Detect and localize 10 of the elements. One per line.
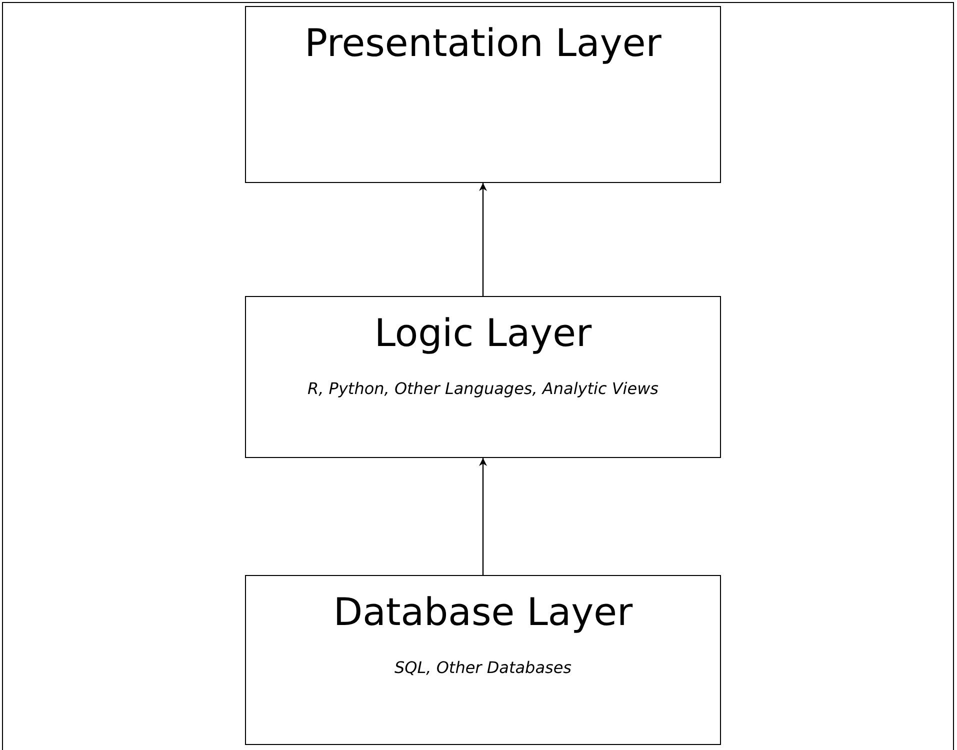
arrow	[479, 183, 487, 296]
layer-box	[245, 296, 721, 458]
layer-description: SQL, Other Databases	[394, 658, 572, 677]
arrow	[479, 458, 487, 575]
layer-box	[245, 6, 721, 183]
layer-title: Logic Layer	[374, 311, 592, 357]
layer-description: R, Python, Other Languages, Analytic Views	[308, 378, 658, 398]
layer-box	[245, 575, 721, 745]
layer-title: Presentation Layer	[304, 21, 662, 67]
layer-title: Database Layer	[333, 590, 633, 636]
